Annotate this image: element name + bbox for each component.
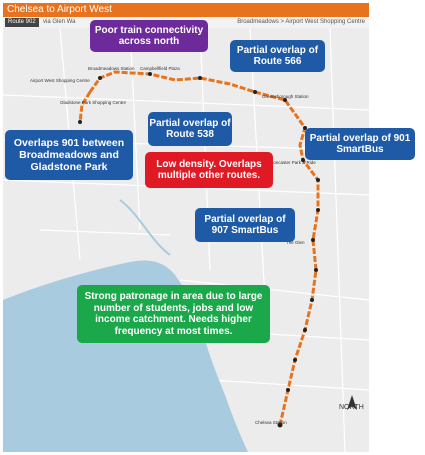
label-gladstone: Gladstone Park Shopping Centre: [60, 100, 127, 105]
label-chelsea: Chelsea Station: [255, 420, 287, 425]
callout-route-566: Partial overlap of Route 566: [230, 40, 325, 72]
route-902-line: [88, 70, 320, 426]
label-campbellfield: Campbellfield Plaza: [140, 66, 180, 71]
callout-strong-patronage: Strong patronage in area due to large nu…: [77, 285, 270, 343]
label-airport-west: Airport West Shopping Centre: [30, 78, 90, 83]
callout-poor-train: Poor train connectivity across north: [90, 20, 208, 52]
callout-low-density: Low density. Overlaps multiple other rou…: [145, 152, 273, 188]
label-greensborough: Greensborough Station: [262, 94, 309, 99]
river: [119, 199, 171, 256]
label-doncaster: Doncaster Park & Ride: [270, 160, 316, 165]
callout-overlaps-901: Overlaps 901 between Broadmeadows and Gl…: [5, 130, 133, 180]
callout-smartbus-901: Partial overlap of 901 SmartBus: [305, 128, 415, 160]
north-label: NORTH: [339, 404, 364, 411]
route-destination: Broadmeadows > Airport West Shopping Cen…: [237, 19, 365, 25]
callout-smartbus-907: Partial overlap of 907 SmartBus: [195, 208, 295, 242]
callout-route-538: Partial overlap of Route 538: [148, 112, 232, 146]
route-via: via Glen Wa: [43, 19, 76, 25]
label-the-glen: The Glen: [286, 240, 305, 245]
route-stops: [78, 72, 320, 428]
map-title: Chelsea to Airport West: [3, 3, 369, 17]
label-broadmeadows: Broadmeadows Station: [88, 66, 135, 71]
north-arrow-icon: [347, 395, 357, 410]
route-number: Route 902: [5, 18, 39, 27]
